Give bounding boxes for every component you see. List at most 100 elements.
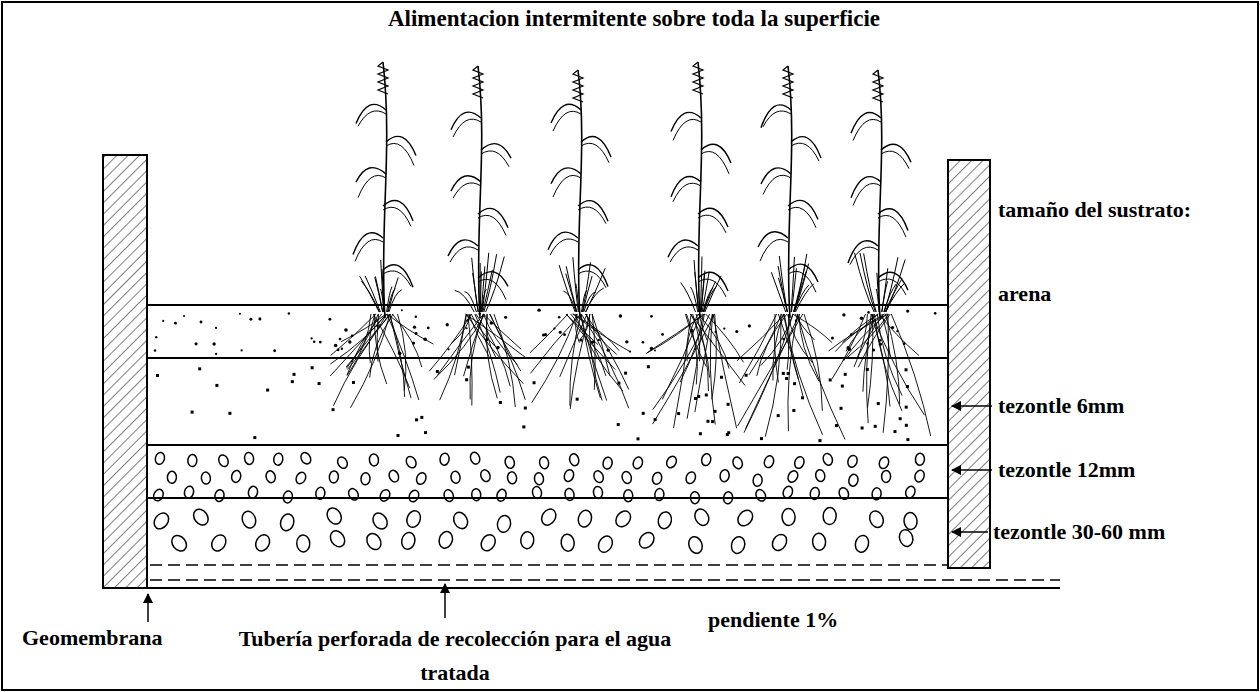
gravel-dot xyxy=(522,425,525,428)
gravel-dot xyxy=(524,407,527,410)
gravel-dot xyxy=(905,424,908,427)
gravel-dot xyxy=(266,389,269,392)
gravel-dot xyxy=(424,431,427,434)
pebble-30-60mm xyxy=(240,510,258,530)
sand-grain xyxy=(328,318,331,321)
gravel-dot xyxy=(706,420,709,423)
reed-plant xyxy=(646,62,745,428)
pebble-12mm xyxy=(654,488,664,501)
pebble-30-60mm xyxy=(327,528,347,549)
pebble-12mm xyxy=(763,455,775,469)
pebble-12mm xyxy=(651,471,663,485)
sand-grain xyxy=(155,336,157,338)
gravel-dot xyxy=(782,372,785,375)
sand-grain xyxy=(212,342,215,345)
sand-grain xyxy=(427,327,430,330)
pebble-12mm xyxy=(701,453,712,467)
pebble-12mm xyxy=(329,470,339,483)
pebble-30-60mm xyxy=(296,535,310,553)
sand-grain xyxy=(341,348,343,350)
gravel-dot xyxy=(499,401,502,404)
gravel-dot xyxy=(291,380,294,383)
sand-grain xyxy=(723,327,725,329)
left-wall xyxy=(103,155,147,588)
pebble-30-60mm xyxy=(364,531,384,552)
pebble-12mm xyxy=(563,468,576,482)
gravel-dot xyxy=(318,382,321,385)
gravel-dot xyxy=(465,378,468,381)
gravel-dot xyxy=(905,406,908,409)
pebble-30-60mm xyxy=(437,530,454,550)
substrate-heading: tamaño del sustrato: xyxy=(998,196,1198,225)
gravel-dot xyxy=(397,434,400,437)
gravel-dot xyxy=(647,365,650,368)
pebble-30-60mm xyxy=(520,531,534,549)
pebble-12mm xyxy=(602,456,613,469)
gravel-dot xyxy=(293,373,296,376)
sand-grain xyxy=(542,333,545,336)
pebble-12mm xyxy=(299,451,313,466)
pebble-30-60mm xyxy=(613,508,634,529)
pebble-12mm xyxy=(407,489,420,504)
sand-grain xyxy=(200,321,203,324)
pebble-30-60mm xyxy=(539,506,559,527)
gravel-dot xyxy=(861,426,864,429)
gravel-dot xyxy=(841,385,844,388)
gravel-dot xyxy=(576,398,579,401)
pebble-30-60mm xyxy=(324,505,344,526)
gravel-dot xyxy=(436,370,439,373)
pebble-12mm xyxy=(244,452,255,465)
sand-grain xyxy=(446,323,449,326)
pebble-12mm xyxy=(809,487,820,500)
sand-grain xyxy=(934,312,937,315)
gravel-dot xyxy=(467,366,470,369)
reed-plants xyxy=(330,62,930,439)
sand-grain xyxy=(831,336,834,339)
pebble-12mm xyxy=(723,491,734,504)
pebble-12mm xyxy=(507,471,517,484)
sand-grain xyxy=(735,330,738,333)
pebble-30-60mm xyxy=(560,533,575,552)
pebble-12mm xyxy=(265,470,277,484)
pebble-30-60mm xyxy=(636,530,657,551)
pebble-12mm xyxy=(822,452,834,466)
gravel-dot xyxy=(785,377,788,380)
pipe-label: Tubería perforada de recolección para el… xyxy=(235,622,675,690)
gravel-dot xyxy=(311,366,314,369)
pebble-12mm xyxy=(793,455,806,469)
pebble-12mm xyxy=(450,471,461,484)
gravel-dot xyxy=(777,414,780,417)
pebble-12mm xyxy=(495,488,507,502)
pebble-12mm xyxy=(539,456,550,469)
pebble-12mm xyxy=(361,472,371,485)
slope-label: pendiente 1% xyxy=(708,606,838,635)
gravel-dot xyxy=(636,437,639,440)
pebble-12mm xyxy=(632,456,644,470)
sand-grain xyxy=(239,313,241,315)
gravel-dot xyxy=(642,412,645,415)
substrate-texture xyxy=(151,308,936,555)
gravel-dot xyxy=(792,409,795,412)
gravel-dot xyxy=(877,402,880,405)
gravel-dot xyxy=(711,420,714,423)
pebble-12mm xyxy=(469,451,482,465)
pebble-12mm xyxy=(504,455,516,469)
sand-grain xyxy=(313,341,315,343)
sand-grain xyxy=(867,311,870,314)
pebble-12mm xyxy=(564,488,575,501)
pebble-30-60mm xyxy=(209,532,229,553)
gravel-dot xyxy=(191,411,194,414)
pebble-30-60mm xyxy=(770,532,790,553)
pebble-12mm xyxy=(336,455,350,470)
pebble-12mm xyxy=(415,471,428,486)
sand-grain xyxy=(625,340,628,343)
pebble-12mm xyxy=(443,488,455,502)
gravel-dot xyxy=(727,403,730,406)
pebble-12mm xyxy=(753,474,763,487)
sand-grain xyxy=(215,353,217,355)
sand-grain xyxy=(413,326,416,329)
sand-grain xyxy=(249,318,252,321)
sand-grain xyxy=(334,344,338,348)
pebble-12mm xyxy=(913,469,925,483)
